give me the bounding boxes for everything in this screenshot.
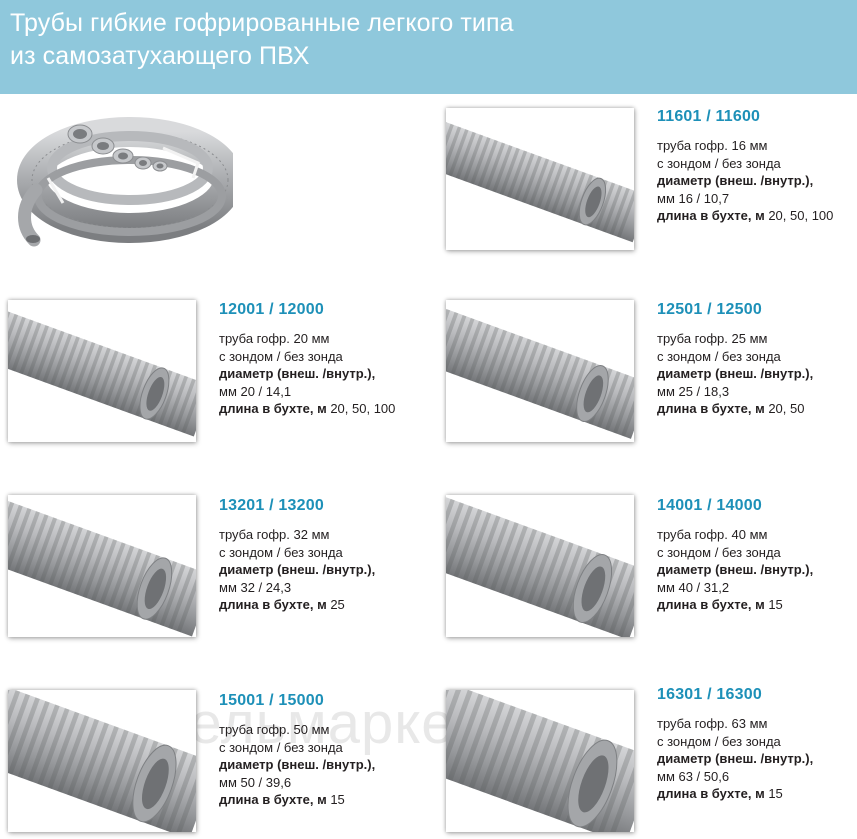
tube-illustration: [8, 690, 196, 832]
page-title-line-1: Трубы гибкие гофрированные легкого типа: [10, 9, 514, 37]
product-code: 16301 / 16300: [657, 686, 762, 703]
tube-photo: [8, 690, 196, 832]
length-value: 15: [764, 786, 783, 801]
product-code: 13201 / 13200: [219, 497, 324, 514]
product-info: 12501 / 12500 труба гофр. 25 мм с зондом…: [657, 300, 813, 418]
product-description: труба гофр. 63 мм: [657, 716, 768, 731]
tube-illustration: [446, 115, 634, 243]
product-info: 13201 / 13200 труба гофр. 32 мм с зондом…: [219, 496, 375, 614]
product-code: 15001 / 15000: [219, 692, 324, 709]
product-info: 14001 / 14000 труба гофр. 40 мм с зондом…: [657, 496, 813, 614]
length-value: 20, 50, 100: [764, 208, 834, 223]
product-probe: с зондом / без зонда: [657, 348, 781, 364]
product-probe: с зондом / без зонда: [219, 348, 343, 364]
coil-image: [8, 108, 243, 250]
tube-photo: [8, 300, 196, 442]
product-info: 12001 / 12000 труба гофр. 20 мм с зондом…: [219, 300, 395, 418]
length-value: 25: [326, 597, 345, 612]
product-code: 14001 / 14000: [657, 497, 762, 514]
tube-illustration: [446, 690, 634, 832]
product-info: 16301 / 16300 труба гофр. 63 мм с зондом…: [657, 685, 813, 803]
product-description: труба гофр. 20 мм: [219, 331, 330, 346]
page-header: Трубы гибкие гофрированные легкого типа …: [0, 0, 857, 94]
product-probe: с зондом / без зонда: [219, 739, 343, 755]
product-probe: с зондом / без зонда: [657, 544, 781, 560]
length-line: длина в бухте, м 15: [657, 596, 813, 614]
diameter-value: мм 40 / 31,2: [657, 579, 730, 595]
diameter-label: диаметр (внеш. /внутр.),: [219, 757, 376, 772]
product-code: 12001 / 12000: [219, 301, 324, 318]
diameter-value: мм 32 / 24,3: [219, 579, 292, 595]
diameter-label: диаметр (внеш. /внутр.),: [657, 173, 814, 188]
product-probe: с зондом / без зонда: [657, 733, 781, 749]
product-description: труба гофр. 16 мм: [657, 138, 768, 153]
length-line: длина в бухте, м 15: [657, 785, 813, 803]
diameter-value: мм 16 / 10,7: [657, 190, 730, 206]
product-description: труба гофр. 40 мм: [657, 527, 768, 542]
length-line: длина в бухте, м 15: [219, 791, 375, 809]
product-info: 15001 / 15000 труба гофр. 50 мм с зондом…: [219, 691, 375, 809]
diameter-label: диаметр (внеш. /внутр.),: [657, 751, 814, 766]
product-code: 12501 / 12500: [657, 301, 762, 318]
length-label: длина в бухте, м: [657, 208, 765, 223]
length-label: длина в бухте, м: [657, 597, 765, 612]
diameter-value: мм 20 / 14,1: [219, 383, 292, 399]
product-description: труба гофр. 25 мм: [657, 331, 768, 346]
diameter-label: диаметр (внеш. /внутр.),: [657, 366, 814, 381]
length-line: длина в бухте, м 20, 50, 100: [219, 400, 395, 418]
product-description: труба гофр. 32 мм: [219, 527, 330, 542]
length-label: длина в бухте, м: [219, 597, 327, 612]
tube-photo: [446, 690, 634, 832]
product-code: 11601 / 11600: [657, 108, 761, 125]
tube-illustration: [8, 495, 196, 637]
product-info: 11601 / 11600 труба гофр. 16 мм с зондом…: [657, 107, 833, 225]
tube-illustration: [446, 303, 634, 439]
length-line: длина в бухте, м 25: [219, 596, 375, 614]
tube-photo: [446, 300, 634, 442]
length-line: длина в бухте, м 20, 50, 100: [657, 207, 833, 225]
length-label: длина в бухте, м: [219, 401, 327, 416]
diameter-label: диаметр (внеш. /внутр.),: [219, 366, 376, 381]
tube-photo: [8, 495, 196, 637]
product-probe: с зондом / без зонда: [657, 155, 781, 171]
length-line: длина в бухте, м 20, 50: [657, 400, 813, 418]
tube-photo: [446, 108, 634, 250]
diameter-value: мм 63 / 50,6: [657, 768, 730, 784]
length-label: длина в бухте, м: [657, 401, 765, 416]
diameter-value: мм 25 / 18,3: [657, 383, 730, 399]
tube-illustration: [446, 495, 634, 637]
length-label: длина в бухте, м: [219, 792, 327, 807]
length-label: длина в бухте, м: [657, 786, 765, 801]
length-value: 20, 50: [764, 401, 805, 416]
page-title-line-2: из самозатухающего ПВХ: [10, 42, 310, 70]
tube-photo: [446, 495, 634, 637]
product-probe: с зондом / без зонда: [219, 544, 343, 560]
diameter-value: мм 50 / 39,6: [219, 774, 292, 790]
length-value: 20, 50, 100: [326, 401, 396, 416]
length-value: 15: [764, 597, 783, 612]
tube-illustration: [8, 305, 196, 437]
length-value: 15: [326, 792, 345, 807]
diameter-label: диаметр (внеш. /внутр.),: [219, 562, 376, 577]
product-description: труба гофр. 50 мм: [219, 722, 330, 737]
diameter-label: диаметр (внеш. /внутр.),: [657, 562, 814, 577]
